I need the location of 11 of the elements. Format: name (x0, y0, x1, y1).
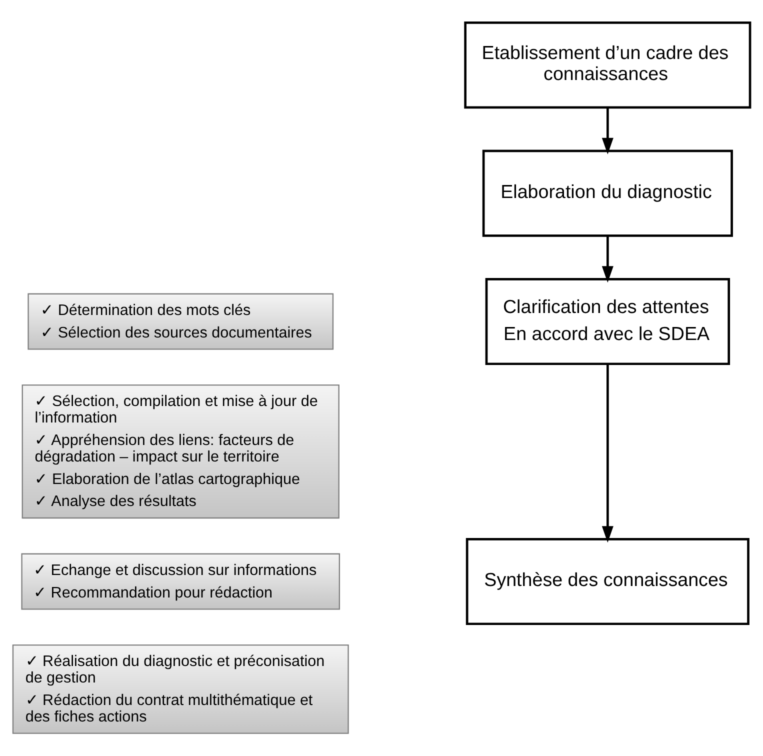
node-box: ✓ Sélection, compilation et mise à jour de l’information ✓ Appréhension des liens: facteurs de dégradation – impact sur le territoire ✓ Elaboration de l’atlas cartographique ✓ Analyse des résultats (22, 384, 340, 519)
node-box: Etablissement d’un cadre des connaissances (464, 22, 752, 109)
node-box: Elaboration du diagnostic (482, 150, 733, 237)
node-box: Synthèse des connaissances (466, 538, 750, 626)
node-box: Clarification des attentes En accord avec le SDEA (485, 278, 730, 366)
arrow (602, 236, 614, 283)
node-box: ✓ Echange et discussion sur informations ✓ Recommandation pour rédaction (21, 553, 340, 610)
node-box: ✓ Détermination des mots clés ✓ Sélection des sources documentaires (28, 293, 334, 350)
arrow (602, 364, 614, 543)
node-box: ✓ Réalisation du diagnostic et préconisation de gestion ✓ Rédaction du contrat multithématique et des fiches actions (12, 644, 349, 734)
arrow (602, 107, 614, 154)
